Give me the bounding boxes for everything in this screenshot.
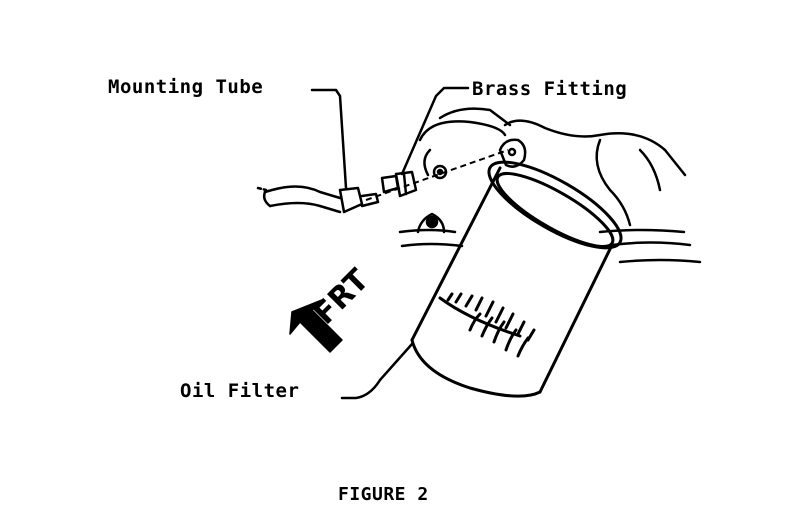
oil-filter (410, 160, 623, 398)
leader-lines (310, 86, 470, 400)
oil-filter-label: Oil Filter (180, 380, 300, 402)
brass-fitting-label: Brass Fitting (472, 78, 628, 100)
mounting-tube (256, 185, 380, 214)
assembly-line (365, 149, 509, 201)
mounting-tube-label: Mounting Tube (108, 76, 264, 98)
figure-caption: FIGURE 2 (338, 484, 429, 505)
arrow-down-left-icon (289, 299, 343, 353)
